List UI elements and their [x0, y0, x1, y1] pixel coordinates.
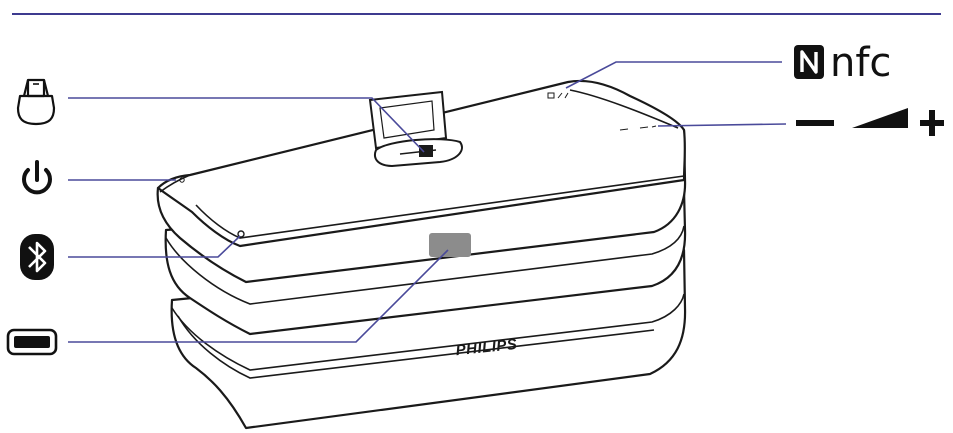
power-icon — [22, 160, 52, 195]
brand-label: PHILIPS — [455, 336, 518, 359]
micro-usb-connector-icon — [16, 78, 56, 126]
volume-control-icon — [796, 108, 944, 136]
dock-stand — [368, 90, 448, 150]
volume-mark-on-device — [619, 125, 657, 131]
nfc-label: nfc — [830, 40, 891, 86]
display-window — [429, 233, 471, 257]
bluetooth-led-dot — [237, 230, 245, 238]
speaker-seams — [159, 89, 685, 379]
leader-usb — [68, 249, 449, 343]
volume-ramp-icon — [852, 108, 908, 128]
leader-volume — [657, 123, 787, 127]
volume-plus-icon-v — [929, 110, 935, 136]
phone-dock — [368, 90, 463, 168]
usb-port-icon — [6, 328, 58, 356]
leader-lines — [68, 61, 787, 343]
dock-connector — [419, 145, 433, 157]
volume-minus-icon — [796, 120, 834, 126]
leader-micro-usb — [68, 97, 425, 153]
leader-nfc — [565, 61, 782, 89]
nfc-mark-on-device — [547, 92, 569, 99]
nfc-icon — [794, 45, 824, 79]
power-button-dot — [179, 177, 185, 183]
bluetooth-icon — [20, 234, 54, 280]
leader-bluetooth — [68, 235, 241, 258]
